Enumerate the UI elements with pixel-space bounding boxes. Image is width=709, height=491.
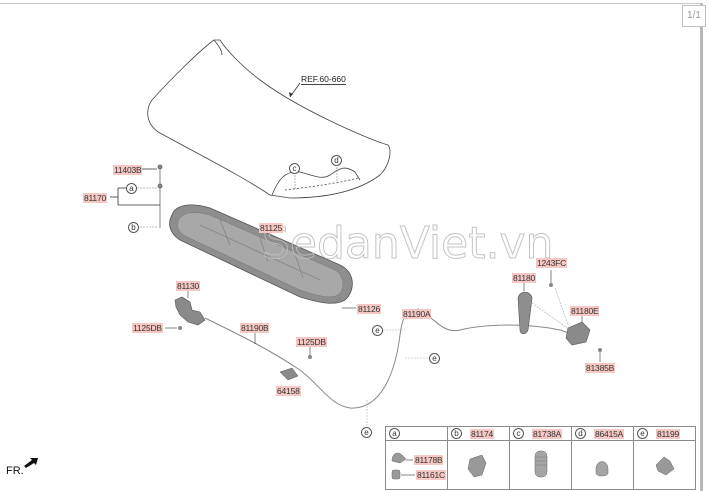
part-label-64158[interactable]: 64158: [276, 386, 301, 396]
legend-key-c: c: [513, 428, 524, 439]
legend-part-81738A[interactable]: 81738A: [532, 429, 563, 439]
release-handle: [517, 270, 602, 362]
part-label-81180[interactable]: 81180: [512, 273, 537, 283]
hood-panel: [147, 39, 391, 199]
legend-part-81178B[interactable]: 81178B: [414, 455, 444, 465]
legend-key-b: b: [451, 428, 462, 439]
diagram-frame: [0, 3, 703, 491]
part-label-1125DB-latch[interactable]: 1125DB: [132, 323, 163, 333]
legend-key-e: e: [637, 428, 648, 439]
legend-part-81199[interactable]: 81199: [656, 429, 681, 439]
release-cable: [204, 309, 576, 409]
legend-part-81174[interactable]: 81174: [470, 429, 495, 439]
part-label-81130[interactable]: 81130: [176, 281, 201, 291]
watermark: SedanViet.vn: [261, 218, 554, 270]
legend-cell-a: 81178B 81161C: [386, 441, 447, 489]
front-indicator: FR.: [6, 465, 24, 477]
part-label-11403B[interactable]: 11403B: [113, 165, 143, 175]
legend-part-81161C[interactable]: 81161C: [416, 470, 446, 480]
hood-latch: [165, 288, 206, 330]
ref-circle-d: d: [331, 155, 342, 166]
part-label-1243FC[interactable]: 1243FC: [536, 258, 568, 268]
clip-81174-icon: [467, 454, 487, 478]
ref-circle-e-3: e: [361, 427, 372, 438]
part-label-81190B[interactable]: 81190B: [240, 323, 270, 333]
clip-81199-icon: [655, 456, 675, 476]
front-arrow-icon: [24, 458, 38, 468]
part-label-81126[interactable]: 81126: [357, 304, 382, 314]
part-label-81385B[interactable]: 81385B: [585, 363, 616, 373]
stopper-86415A-icon: [595, 461, 609, 477]
grommet-81161C-icon: [391, 469, 401, 480]
bracket-81178B-icon: [391, 452, 407, 464]
part-label-81170[interactable]: 81170: [83, 193, 108, 203]
ref-circle-c: c: [289, 163, 300, 174]
part-label-81125[interactable]: 81125: [259, 223, 284, 233]
ref-circle-e-2: e: [429, 353, 440, 364]
hood-insulator-pad: [169, 204, 353, 304]
ref-circle-e-1: e: [372, 325, 383, 336]
part-label-81180E[interactable]: 81180E: [570, 306, 600, 316]
ref-label: REF.60-660: [301, 74, 346, 85]
fastener-legend-table: a b 81174 c 81738A d 86415A e 81199 81178B 8…: [385, 426, 696, 490]
ref-circle-b: b: [128, 222, 139, 233]
bumper-81738A-icon: [534, 450, 548, 478]
bolt-81126: [336, 297, 342, 303]
ref-circle-a: a: [126, 183, 137, 194]
hood-stay-rod: [110, 164, 163, 228]
page-indicator: 1/1: [682, 5, 706, 27]
part-label-1125DB-clip[interactable]: 1125DB: [296, 337, 327, 347]
cable-clip-64158: [279, 367, 299, 381]
legend-part-86415A[interactable]: 86415A: [594, 429, 625, 439]
legend-key-a: a: [389, 428, 400, 439]
legend-key-d: d: [575, 428, 586, 439]
part-label-81190A[interactable]: 81190A: [402, 309, 432, 319]
